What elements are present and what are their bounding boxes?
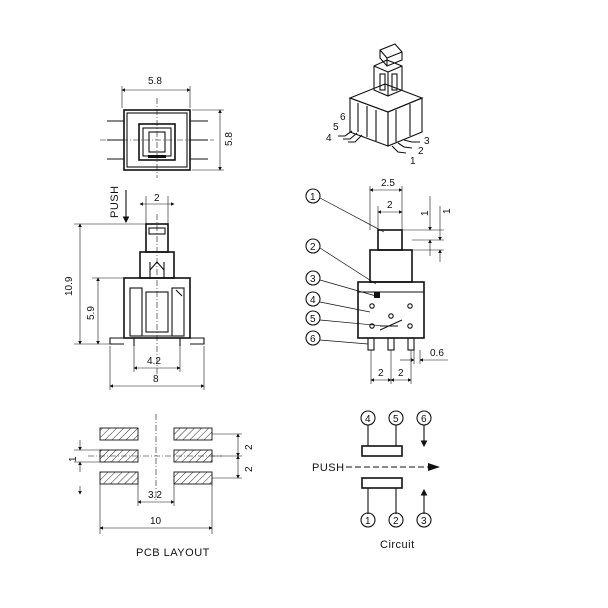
top-view: 5.8 5.8 xyxy=(100,76,235,178)
iso-pin-5: 5 xyxy=(333,122,339,133)
iso-pin-1: 1 xyxy=(410,156,416,167)
rv-stem-inner: 2 xyxy=(387,200,393,211)
rv-stem-outer: 2.5 xyxy=(381,178,395,189)
pcb-pad-gap: 3.2 xyxy=(148,490,162,501)
svg-text:1: 1 xyxy=(310,192,316,203)
pcb-pad-height: 1 xyxy=(68,456,79,462)
callout-4: 4 xyxy=(305,291,371,313)
iso-pin-3: 3 xyxy=(424,136,430,147)
side-pin-span: 4.2 xyxy=(147,356,161,367)
rv-travel-b: 1 xyxy=(442,208,453,214)
circuit-pin-6: 6 xyxy=(421,414,427,425)
callout-3: 3 xyxy=(305,270,377,297)
circuit-pin-4: 4 xyxy=(365,414,371,425)
rv-pitch-b: 2 xyxy=(398,368,404,379)
circuit-pin-3: 3 xyxy=(421,516,427,527)
circuit: 4 5 6 PUSH 1 2 3 Circuit xyxy=(312,410,440,551)
iso-view: 6 5 4 3 2 1 xyxy=(326,43,430,167)
pcb-layout: 2 2 1 3.2 10 PCB LAYOUT xyxy=(68,414,255,559)
callout-5: 5 xyxy=(305,310,385,327)
rv-travel-a: 1 xyxy=(420,210,431,216)
circuit-pin-1: 1 xyxy=(365,516,371,527)
side-view: PUSH 2 10.9 5.9 xyxy=(64,185,205,390)
svg-text:4: 4 xyxy=(310,295,316,306)
top-height-label: 5.8 xyxy=(224,132,235,146)
side-body-height: 5.9 xyxy=(86,306,97,320)
svg-text:3: 3 xyxy=(310,274,316,285)
pcb-pitch-2: 2 xyxy=(244,466,255,472)
rv-pitch-a: 2 xyxy=(378,368,384,379)
pcb-caption: PCB LAYOUT xyxy=(136,547,210,559)
circuit-caption: Circuit xyxy=(380,539,415,551)
callout-2: 2 xyxy=(305,238,377,285)
circuit-pin-2: 2 xyxy=(393,516,399,527)
circuit-pin-5: 5 xyxy=(393,414,399,425)
side-stem-width: 2 xyxy=(154,193,160,204)
side-overall-width: 8 xyxy=(153,374,159,385)
callout-6: 6 xyxy=(305,330,369,346)
side-push-label: PUSH xyxy=(109,185,121,218)
pcb-overall: 10 xyxy=(150,516,162,527)
svg-text:2: 2 xyxy=(310,242,316,253)
pcb-pitch-1: 2 xyxy=(244,444,255,450)
iso-pin-6: 6 xyxy=(340,112,346,123)
rv-lead: 0.6 xyxy=(430,348,444,359)
side-total-height: 10.9 xyxy=(64,276,75,296)
right-view: 2.5 2 1 1 0.6 xyxy=(305,178,453,384)
iso-pin-4: 4 xyxy=(326,133,332,144)
top-width-label: 5.8 xyxy=(148,76,162,87)
circuit-push-label: PUSH xyxy=(312,462,345,474)
svg-text:5: 5 xyxy=(310,314,316,325)
iso-pin-2: 2 xyxy=(418,146,424,157)
callout-1: 1 xyxy=(305,188,385,233)
svg-text:6: 6 xyxy=(310,334,316,345)
